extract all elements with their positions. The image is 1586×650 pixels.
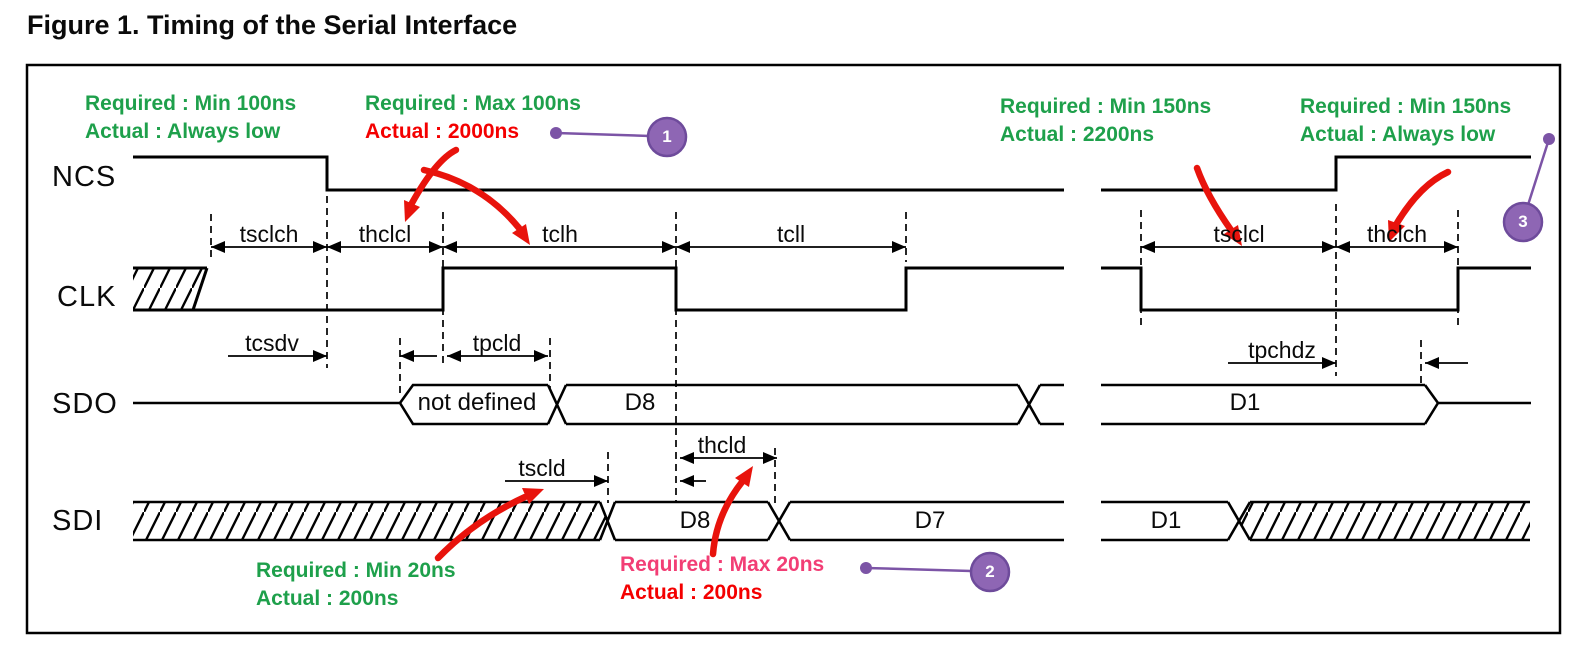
annotation-tscld-required: Required : Min 20ns [256,559,456,582]
callout-3-marker [1502,133,1555,243]
timing-label-tscld: tscld [518,455,566,481]
signal-label-clk: CLK [57,281,117,313]
annotation-thcld-actual: Actual : 200ns [620,581,763,604]
callout-3-number: 3 [1518,212,1528,231]
annotation-tsclcl-actual: Actual : 2200ns [1000,123,1155,146]
red-pointer-arrows [404,146,1452,562]
annotation-thclcl: Required : Max 100ns Actual : 2000ns [365,90,581,146]
timing-label-thcld: thcld [697,432,747,458]
annotation-tsclch-actual: Actual : Always low [85,120,281,143]
timing-label-tsclch: tsclch [239,221,299,247]
sdo-d8-label: D8 [624,389,656,416]
callout-1-marker [550,116,688,158]
sdi-d8-label: D8 [679,507,711,534]
red-arrow-thcld [709,466,753,558]
timing-label-tpchdz: tpchdz [1248,337,1316,363]
sdi-d1-label: D1 [1150,507,1182,534]
red-arrow-tscld [434,488,544,562]
callout-2-circle [969,551,1011,593]
annotation-tsclch-required: Required : Min 100ns [85,92,297,115]
sdo-waveform [133,383,1531,426]
figure-title: Figure 1. Timing of the Serial Interface [27,10,518,40]
red-arrow-thclch [1388,168,1452,242]
annotation-thcld: Required : Max 20ns Actual : 200ns [620,551,824,607]
timing-label-thclch: thclch [1366,221,1428,247]
sdi-left-hatch [133,502,608,540]
signal-label-sdo: SDO [52,388,118,420]
signal-label-ncs: NCS [52,161,117,193]
annotation-tscld: Required : Min 20ns Actual : 200ns [256,557,456,613]
annotation-tsclcl: Required : Min 150ns Actual : 2200ns [1000,93,1211,149]
annotation-thclch-actual: Actual : Always low [1300,123,1496,146]
sdi-waveform [133,500,1530,542]
hatch-regions [133,268,1530,540]
measurement-arrows [211,241,1468,487]
annotation-thclch: Required : Min 150ns Actual : Always low [1300,93,1511,149]
callout-2-number: 2 [985,562,995,581]
annotation-thclcl-required: Required : Max 100ns [365,92,581,115]
sdo-not-defined-label: not defined [417,389,537,416]
annotation-thclch-required: Required : Min 150ns [1300,95,1512,118]
sdi-d7-label: D7 [914,507,946,534]
callout-markers [550,116,1555,593]
signal-label-sdi: SDI [52,505,104,537]
red-arrow-tsclch [420,166,530,245]
sdo-d1-label: D1 [1229,389,1261,416]
callout-2-marker [860,551,1011,593]
timing-label-tclh: tclh [542,221,578,247]
timing-label-thclcl: thclcl [358,221,412,247]
callout-1-circle [646,116,688,158]
timing-label-tcll: tcll [776,221,806,247]
sdi-right-hatch [1239,502,1530,540]
callout-3-circle [1502,201,1544,243]
red-arrow-thclcl [404,146,460,222]
annotation-tsclcl-required: Required : Min 150ns [1000,95,1212,118]
annotation-thcld-required: Required : Max 20ns [620,553,825,576]
red-arrow-tsclcl [1193,164,1242,246]
ncs-waveform [133,155,1531,192]
diagram-border [25,63,1562,635]
callout-1-number: 1 [662,127,672,146]
annotation-tsclch: Required : Min 100ns Actual : Always low [85,90,296,146]
clk-waveform [133,266,1531,312]
annotation-tscld-actual: Actual : 200ns [256,587,399,610]
timing-label-tsclcl: tsclcl [1213,221,1265,247]
annotation-thclcl-actual: Actual : 2000ns [365,120,520,143]
timing-label-tcsdv: tcsdv [245,330,299,356]
clk-hatch [133,268,207,310]
timing-label-tpcld: tpcld [472,330,522,356]
